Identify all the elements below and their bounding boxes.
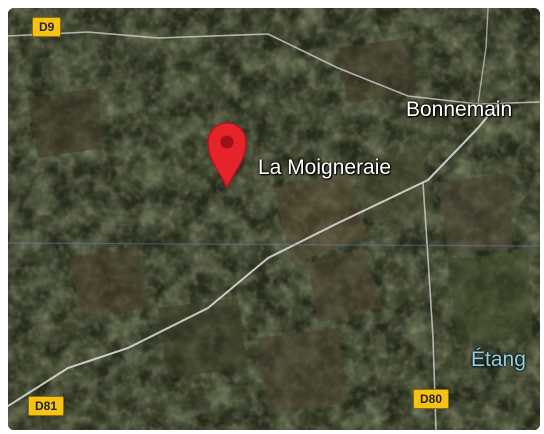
map-pin-icon[interactable] [204, 118, 250, 190]
satellite-imagery [8, 8, 540, 430]
field-patches [28, 38, 533, 413]
road-shield-d80: D80 [413, 389, 450, 409]
place-label-bonnemain: Bonnemain [406, 98, 513, 121]
road-shield-d9: D9 [32, 17, 62, 37]
water-label-etang: Étang [471, 348, 526, 371]
place-label-la-moigneraie: La Moigneraie [258, 156, 392, 179]
road-network [8, 8, 540, 430]
road-shield-d81: D81 [28, 396, 65, 416]
map-view[interactable]: D9 D81 D80 Bonnemain La Moigneraie Étang [8, 8, 540, 430]
